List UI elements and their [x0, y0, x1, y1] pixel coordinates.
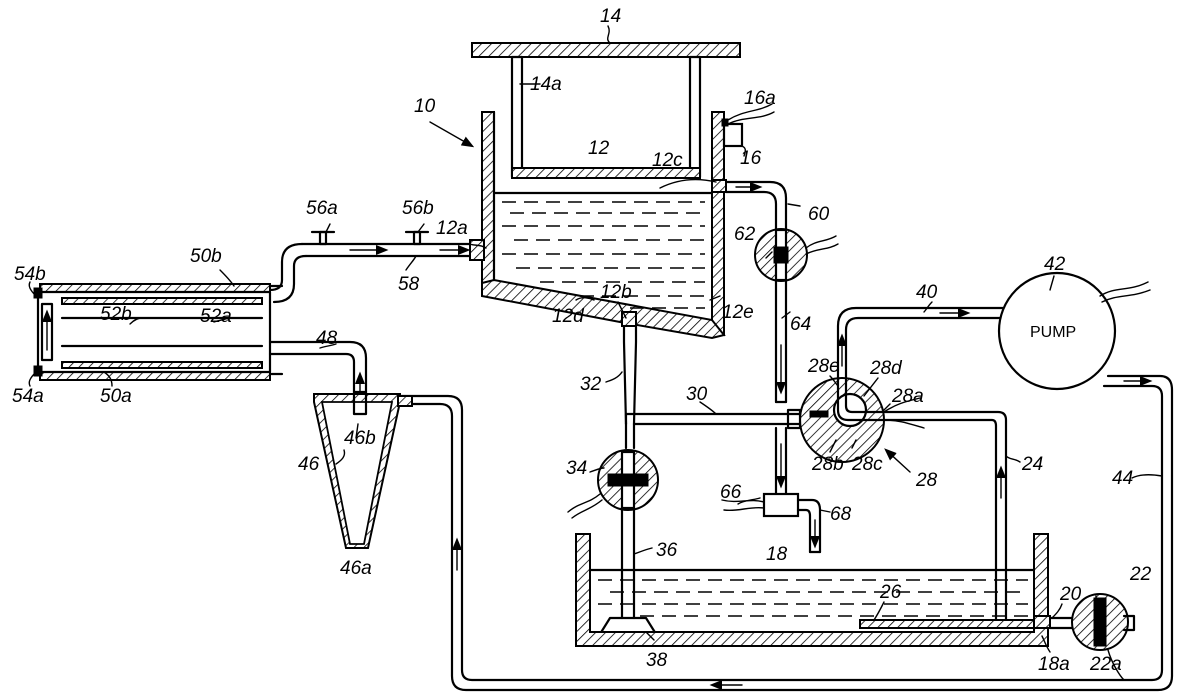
- label-12e: 12e: [722, 302, 754, 323]
- label-62: 62: [734, 224, 756, 245]
- label-56a: 56a: [306, 198, 338, 219]
- pipe-30: [624, 412, 802, 450]
- label-46b: 46b: [344, 428, 376, 449]
- label-50b: 50b: [190, 246, 222, 267]
- label-66: 66: [720, 482, 742, 503]
- label-12d: 12d: [552, 306, 585, 327]
- label-10: 10: [414, 96, 436, 117]
- label-60: 60: [808, 204, 830, 225]
- pump-label: PUMP: [1030, 324, 1076, 341]
- label-18: 18: [766, 544, 788, 565]
- label-54a: 54a: [12, 386, 44, 407]
- cyclone-46: [313, 390, 413, 549]
- label-16: 16: [740, 148, 762, 169]
- reference-labels: 14 14a 10 16a 16 12 12c 60 62 56a 56b 12…: [12, 6, 1152, 675]
- pipe-40: [836, 306, 1008, 380]
- main-tank: [481, 103, 775, 340]
- valve-28: [786, 376, 925, 463]
- label-28d: 28d: [869, 358, 903, 379]
- pipe-60-64: [724, 180, 788, 404]
- label-22a: 22a: [1089, 654, 1122, 675]
- label-30: 30: [686, 384, 708, 405]
- label-14a: 14a: [530, 74, 562, 95]
- label-42: 42: [1044, 254, 1066, 275]
- pipe-44: [396, 374, 1174, 692]
- label-40: 40: [916, 282, 938, 303]
- valve-34: [567, 449, 659, 519]
- liquid-level-tank: [492, 191, 714, 309]
- valve-22: [1048, 593, 1136, 681]
- label-18a: 18a: [1038, 654, 1070, 675]
- label-26: 26: [879, 582, 902, 603]
- pipe-32: [621, 311, 638, 426]
- label-28e: 28e: [807, 356, 840, 377]
- label-12b: 12b: [600, 282, 632, 303]
- label-28: 28: [915, 470, 938, 491]
- heat-exchanger: [33, 283, 284, 381]
- label-38: 38: [646, 650, 668, 671]
- label-52a: 52a: [200, 306, 232, 327]
- label-32: 32: [580, 374, 602, 395]
- label-34: 34: [566, 458, 587, 479]
- label-12c: 12c: [652, 150, 683, 171]
- pipe-58: [268, 230, 485, 304]
- label-46a: 46a: [340, 558, 372, 579]
- label-50a: 50a: [100, 386, 132, 407]
- label-46: 46: [298, 454, 320, 475]
- label-58: 58: [398, 274, 420, 295]
- label-52b: 52b: [100, 304, 132, 325]
- label-54b: 54b: [14, 264, 46, 285]
- label-28b: 28b: [811, 454, 844, 475]
- label-64: 64: [790, 314, 811, 335]
- label-20: 20: [1059, 584, 1082, 605]
- lid-assembly: [471, 42, 741, 179]
- pipe-24: [882, 410, 1008, 622]
- label-22: 22: [1129, 564, 1152, 585]
- pump-42: PUMP: [997, 271, 1151, 391]
- label-28c: 28c: [851, 454, 883, 475]
- label-12a: 12a: [436, 218, 468, 239]
- label-68: 68: [830, 504, 852, 525]
- label-36: 36: [656, 540, 678, 561]
- label-56b: 56b: [402, 198, 434, 219]
- label-24: 24: [1021, 454, 1043, 475]
- leader-lines: [28, 25, 1163, 653]
- lower-tank-18: [575, 533, 1051, 647]
- label-16a: 16a: [744, 88, 776, 109]
- label-48: 48: [316, 328, 338, 349]
- label-28a: 28a: [891, 386, 924, 407]
- label-44: 44: [1112, 468, 1133, 489]
- label-14: 14: [600, 6, 621, 27]
- valve-62: [754, 228, 839, 282]
- label-12: 12: [588, 138, 610, 159]
